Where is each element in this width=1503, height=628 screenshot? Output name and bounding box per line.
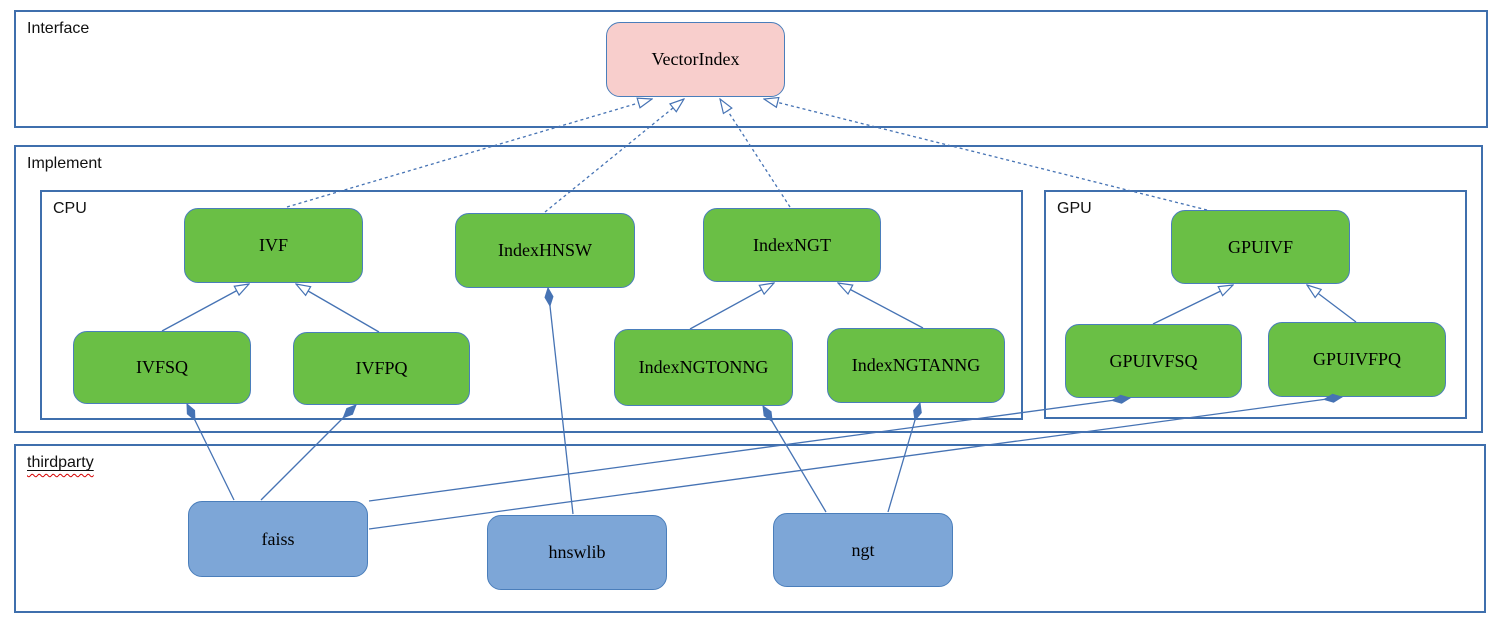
node-label-ivf: IVF [258,235,288,255]
section-label-gpu: GPU [1057,200,1092,217]
node-faiss[interactable]: faiss [188,501,368,577]
node-gpuivf[interactable]: GPUIVF [1171,210,1350,284]
node-label-hnswlib: hnswlib [548,542,606,562]
node-label-ngt: ngt [851,539,875,560]
section-label-implement: Implement [27,155,102,172]
section-label-thirdparty: thirdpartythirdparty [27,453,94,472]
node-label-indexhnsw: IndexHNSW [498,240,592,260]
node-label-gpuivfsq: GPUIVFSQ [1109,350,1198,371]
node-indexngt[interactable]: IndexNGT [703,208,881,282]
node-ngt[interactable]: ngt [773,513,953,587]
node-label-indexngtanng: IndexNGTANNG [851,355,981,375]
node-vectorindex[interactable]: VectorIndex [606,22,785,97]
node-label-ivfsq: IVFSQ [135,357,188,377]
node-indexngtanng[interactable]: IndexNGTANNG [827,328,1005,403]
node-indexhnsw[interactable]: IndexHNSW [455,213,635,288]
node-indexngtonng[interactable]: IndexNGTONNG [614,329,793,406]
node-label-gpuivf: GPUIVF [1227,236,1293,257]
node-gpuivfpq[interactable]: GPUIVFPQ [1268,322,1446,397]
node-label-ivfpq: IVFPQ [355,358,408,378]
node-label-faiss: faiss [261,528,295,549]
node-hnswlib[interactable]: hnswlib [487,515,667,590]
node-label-vectorindex: VectorIndex [651,49,740,69]
node-ivfpq[interactable]: IVFPQ [293,332,470,405]
section-label-interface: Interface [27,20,90,37]
section-label-text-thirdparty: thirdparty [27,454,94,471]
node-label-indexngtonng: IndexNGTONNG [638,357,769,377]
node-ivf[interactable]: IVF [184,208,363,283]
node-label-gpuivfpq: GPUIVFPQ [1312,349,1402,369]
node-ivfsq[interactable]: IVFSQ [73,331,251,404]
node-gpuivfsq[interactable]: GPUIVFSQ [1065,324,1242,398]
node-label-indexngt: IndexNGT [753,234,831,255]
section-label-cpu: CPU [53,200,87,217]
